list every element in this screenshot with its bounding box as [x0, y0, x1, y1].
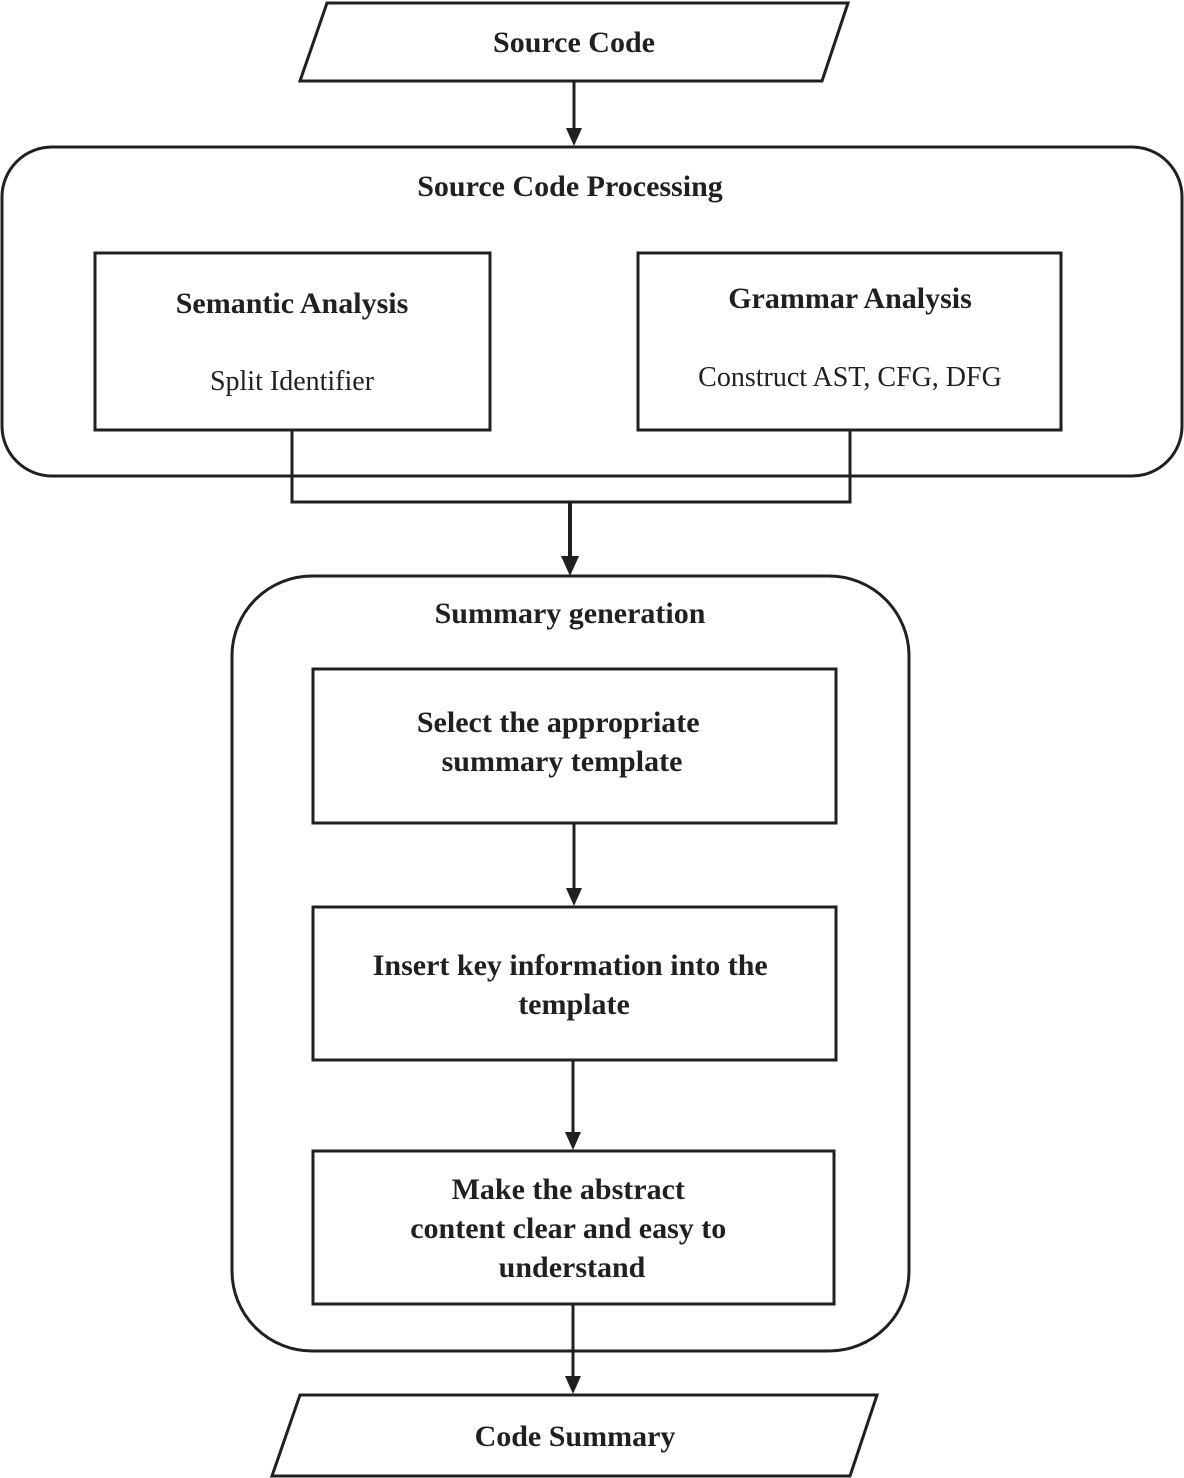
step-box: [311, 667, 838, 825]
step-line: summary template: [442, 745, 683, 778]
step-line: understand: [499, 1251, 646, 1284]
arrow-head: [566, 888, 582, 906]
step-text: Insert key information into the template: [373, 949, 775, 1021]
semantic-analysis-box: [93, 251, 492, 432]
source-code-label: Source Code: [493, 26, 655, 59]
processing-title: Source Code Processing: [417, 170, 723, 203]
step-line: Insert key information into the: [373, 949, 768, 982]
step-text: Make the abstract content clear and easy…: [410, 1173, 734, 1284]
arrow-head: [565, 1376, 581, 1394]
grammar-analysis-box: [636, 251, 1063, 432]
code-summary-label: Code Summary: [475, 1420, 676, 1453]
semantic-analysis-detail: Split Identifier: [210, 366, 375, 397]
step-line: template: [518, 988, 630, 1021]
generation-title: Summary generation: [435, 597, 706, 630]
arrow-head: [566, 128, 582, 146]
arrow-head: [565, 1132, 581, 1150]
step-line: content clear and easy to: [410, 1212, 726, 1245]
source-code-node: [297, 1, 851, 83]
step-text: Select the appropriate summary template: [417, 706, 707, 778]
step-box: [311, 1149, 836, 1306]
arrow-head: [561, 556, 579, 576]
step-line: Select the appropriate: [417, 706, 700, 739]
grammar-analysis-detail: Construct AST, CFG, DFG: [698, 362, 1002, 393]
code-summary-node: [269, 1393, 880, 1478]
step-box: [311, 905, 838, 1062]
grammar-analysis-title: Grammar Analysis: [728, 282, 972, 315]
step-line: Make the abstract: [452, 1173, 685, 1206]
semantic-analysis-title: Semantic Analysis: [176, 287, 409, 320]
